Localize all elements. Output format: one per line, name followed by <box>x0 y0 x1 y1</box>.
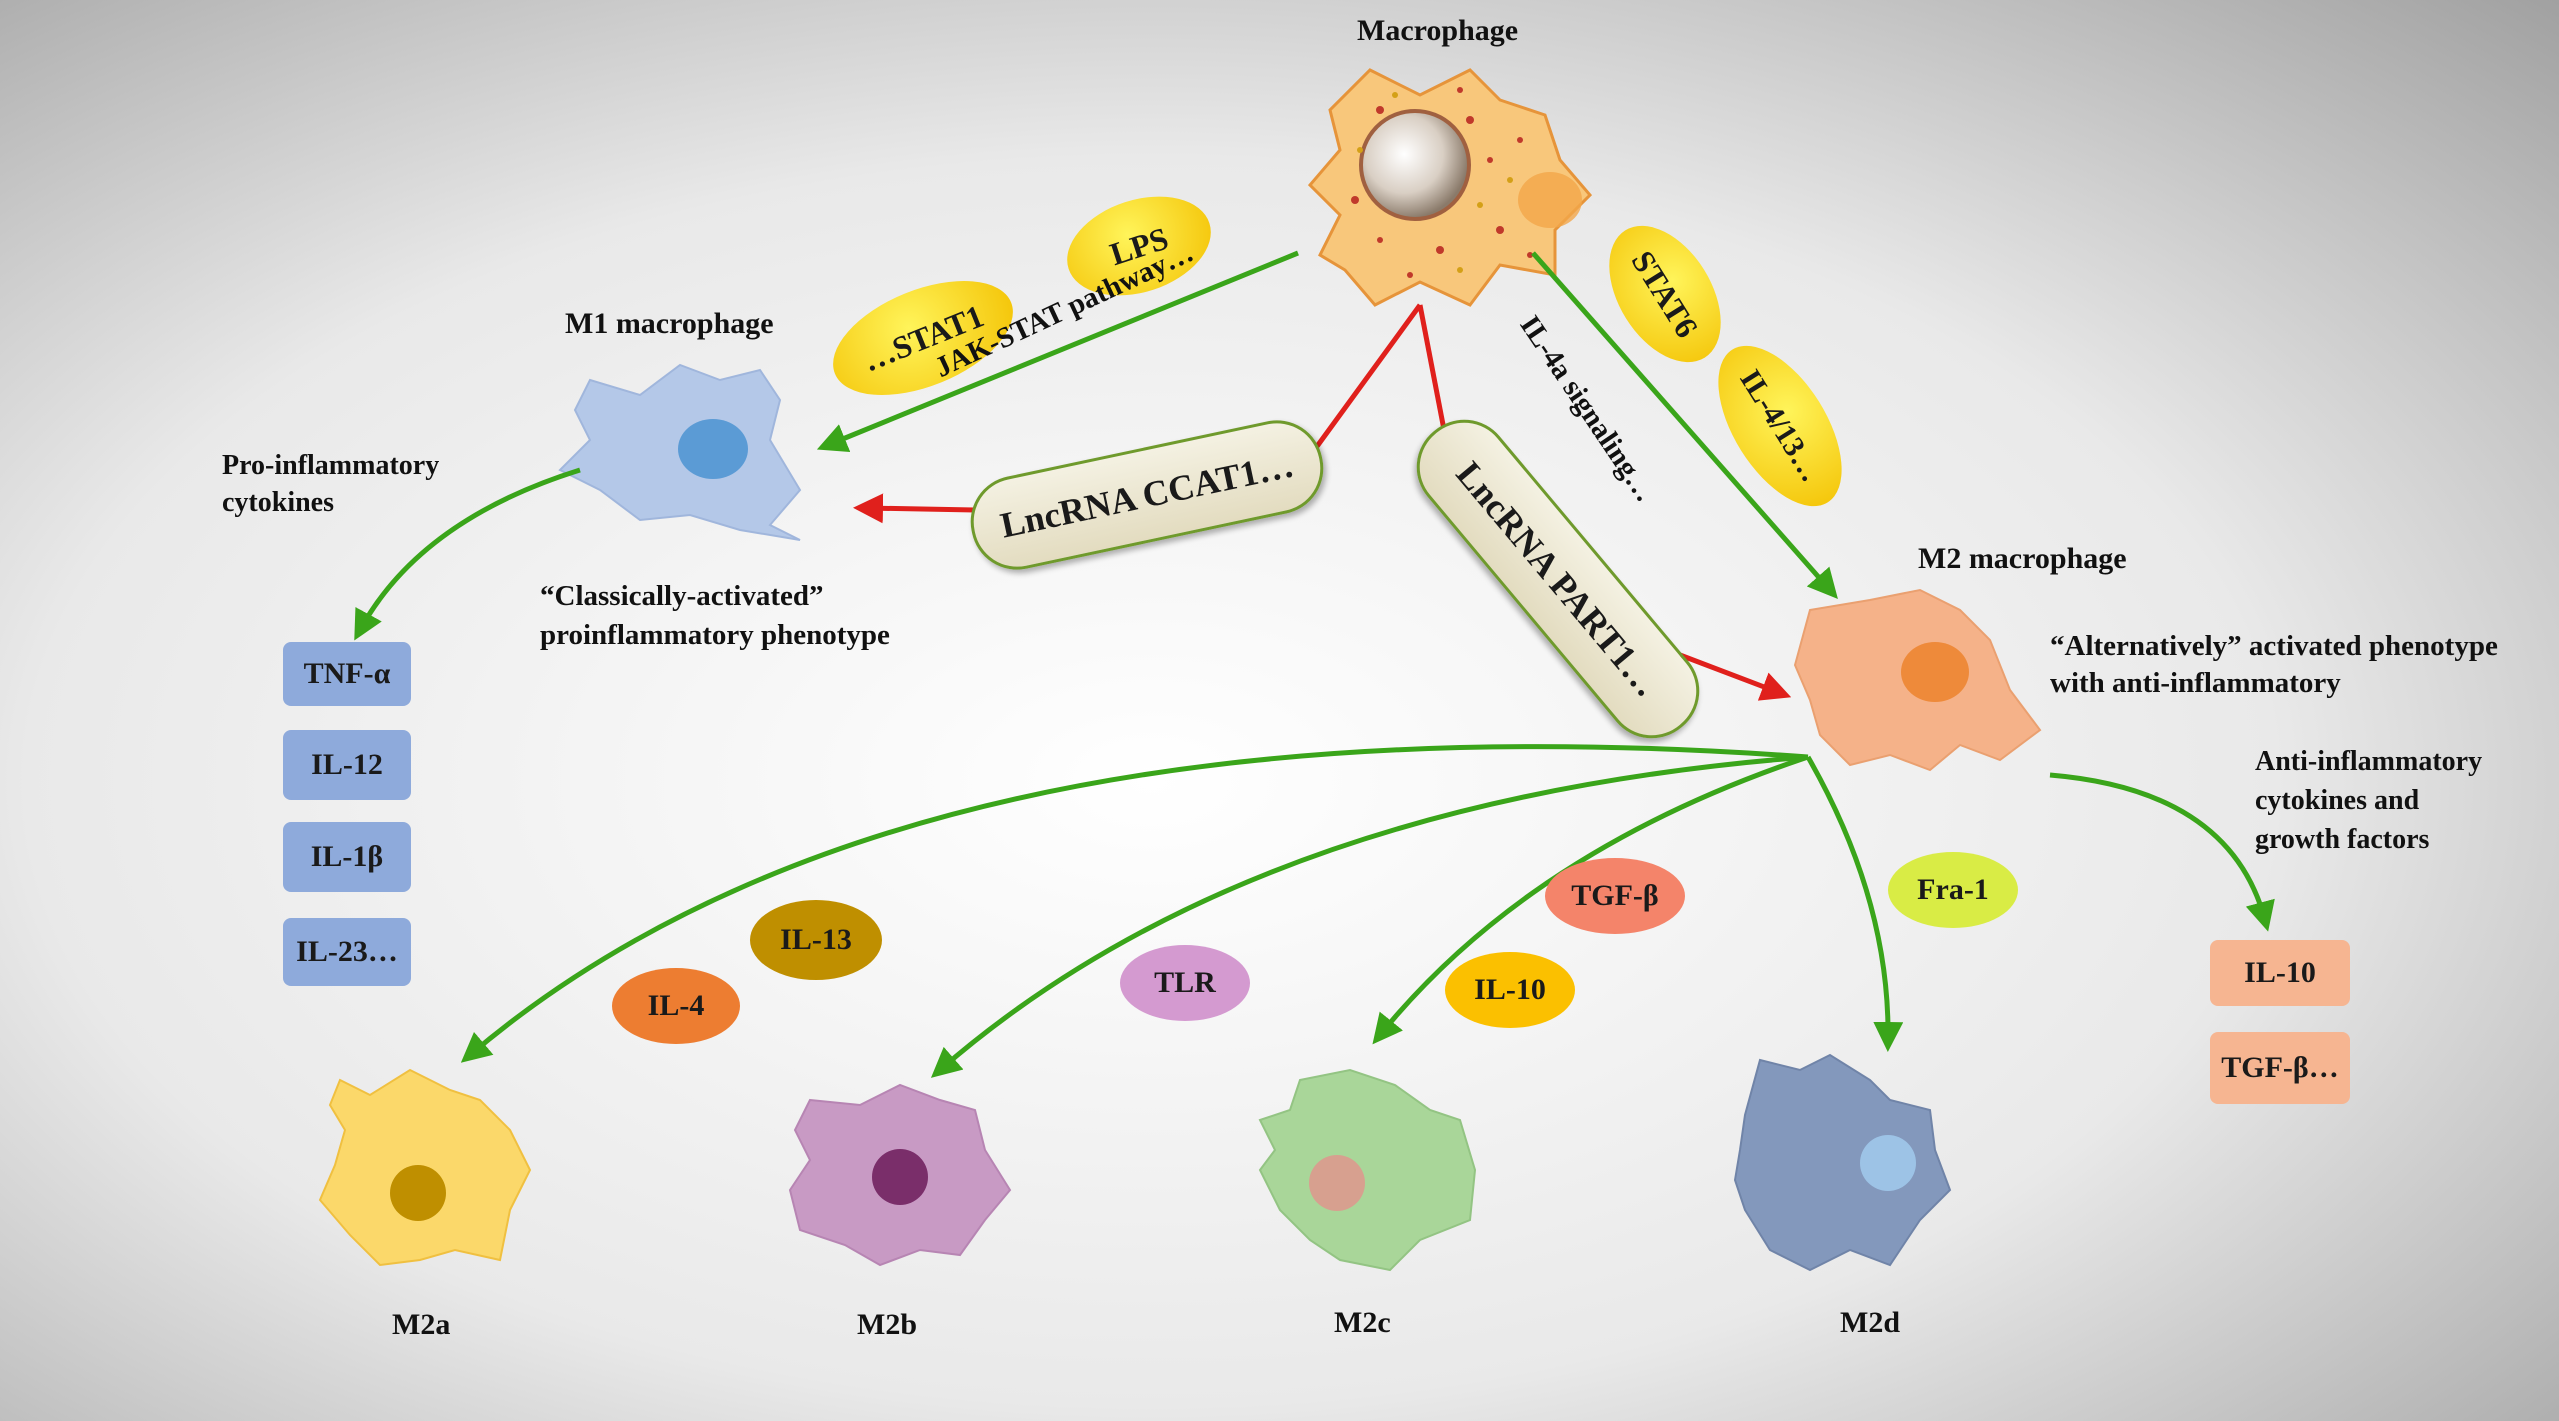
m2-cytokines-label: Anti-inflammatory <box>2255 746 2483 777</box>
m1-cytokine-box: TNF-α <box>283 642 411 706</box>
m2-macrophage-cell <box>1793 588 2042 772</box>
m1-cytokine-box: IL-1β <box>283 822 411 892</box>
arrow-macrophage-to-m1 <box>816 250 1299 453</box>
fra1-oval: Fra-1 <box>1888 852 2018 928</box>
m1-phenotype: proinflammatory phenotype <box>540 619 890 651</box>
macrophage-cell <box>1307 68 1593 307</box>
m2-cytokine-box: TGF-β… <box>2210 1032 2350 1104</box>
arrow-m1-to-cytokines <box>354 467 581 641</box>
macrophage-title: Macrophage <box>1357 14 1519 47</box>
m1-title: M1 macrophage <box>565 307 774 340</box>
m2b-label: M2b <box>857 1308 917 1341</box>
m1-phenotype: “Classically-activated” <box>540 580 824 612</box>
il13-oval: IL-13 <box>750 900 882 980</box>
m2-phenotype: “Alternatively” activated phenotype <box>2050 630 2498 662</box>
m2b-cell <box>788 1083 1012 1267</box>
arrow-part1-to-m2 <box>1679 652 1792 701</box>
arrow-macrophage-to-m2 <box>1531 251 1838 600</box>
il10-oval: IL-10 <box>1445 952 1575 1028</box>
arrow-m2-to-cytokines <box>2049 772 2275 932</box>
m1-cytokines-label: cytokines <box>222 487 334 518</box>
m2-cytokines-label: cytokines and <box>2255 785 2420 816</box>
m2a-label: M2a <box>392 1308 451 1341</box>
line-macrophage-to-part1 <box>1417 304 1448 436</box>
m2c-cell <box>1258 1068 1477 1272</box>
arrow-ccat1-to-m1 <box>853 493 976 524</box>
m2a-cell <box>318 1068 532 1267</box>
m2-cytokines-label: growth factors <box>2255 824 2430 855</box>
m2d-cell <box>1733 1053 1952 1272</box>
tgfb-oval: TGF-β <box>1545 858 1685 934</box>
m2d-label: M2d <box>1840 1306 1900 1339</box>
m1-cytokines-label: Pro-inflammatory <box>222 450 440 481</box>
arrow-m2-to-m2b <box>930 754 1809 1078</box>
m2c-label: M2c <box>1334 1306 1391 1339</box>
m2-phenotype: with anti-inflammatory <box>2050 667 2341 699</box>
il4-oval: IL-4 <box>612 968 740 1044</box>
arrow-m2-to-m2d <box>1805 755 1904 1052</box>
m1-macrophage-cell <box>558 363 802 541</box>
m2-cytokine-box: IL-10 <box>2210 940 2350 1006</box>
tlr-oval: TLR <box>1120 945 1250 1021</box>
m1-cytokine-box: IL-23… <box>283 918 411 986</box>
m2-title: M2 macrophage <box>1918 542 2127 575</box>
m1-cytokine-box: IL-12 <box>283 730 411 800</box>
arrow-m2-to-m2a <box>460 744 1809 1063</box>
